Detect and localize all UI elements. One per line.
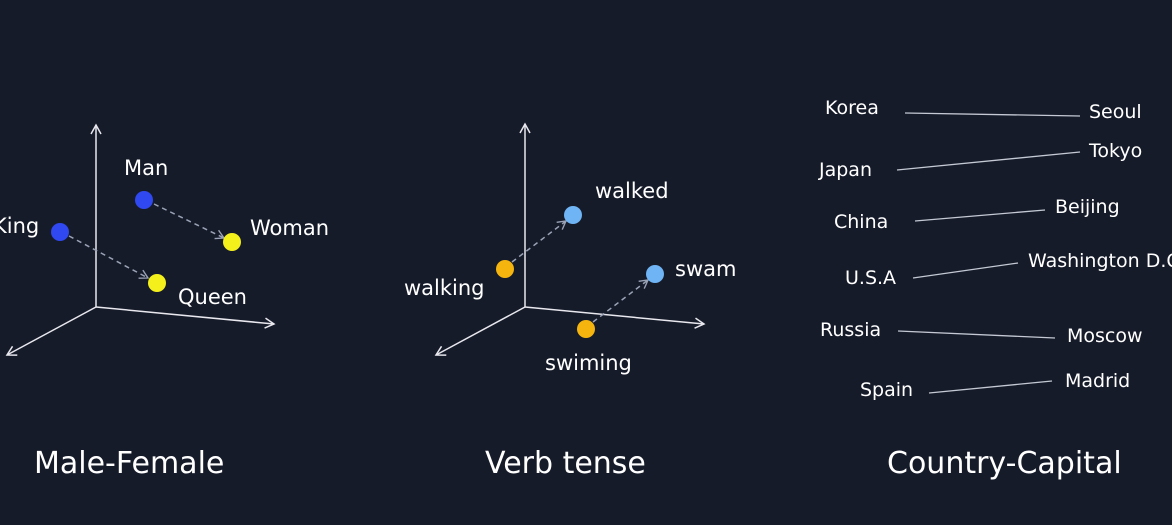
capital-label: Tokyo	[1088, 140, 1142, 162]
walking-point	[496, 260, 514, 278]
queen-point	[148, 274, 166, 292]
swam-point	[646, 265, 664, 283]
axis-horizontal	[95, 306, 276, 329]
swam-label: swam	[675, 257, 736, 281]
country-label: Korea	[825, 97, 879, 119]
king-label: King	[0, 214, 39, 238]
usa-washington-link	[912, 262, 1019, 279]
king-point	[51, 223, 69, 241]
country-label: Japan	[818, 159, 872, 181]
walked-label: walked	[595, 179, 669, 203]
russia-moscow-link	[897, 330, 1056, 339]
verb-tense-axes	[434, 122, 706, 356]
capital-label: Moscow	[1067, 325, 1143, 347]
woman-point	[223, 233, 241, 251]
country-capital-links	[896, 112, 1081, 394]
male-female-panel: King Man Woman Queen Male-Female	[0, 123, 329, 481]
korea-seoul-link	[904, 112, 1081, 117]
walked-point	[564, 206, 582, 224]
man-point	[135, 191, 153, 209]
axis-horizontal	[524, 306, 706, 329]
man-label: Man	[124, 156, 168, 180]
verb-tense-caption: Verb tense	[485, 446, 646, 481]
country-label: Russia	[820, 319, 881, 341]
capital-label: Beijing	[1055, 196, 1120, 218]
country-capital-caption: Country-Capital	[887, 446, 1122, 481]
woman-label: Woman	[250, 216, 329, 240]
queen-label: Queen	[178, 285, 247, 309]
swiming-label: swiming	[545, 351, 632, 375]
china-beijing-link	[914, 209, 1046, 222]
country-label: U.S.A	[845, 267, 896, 289]
man-to-woman-arrow	[153, 203, 226, 240]
swiming-point	[577, 320, 595, 338]
capital-label: Madrid	[1065, 370, 1130, 392]
verb-tense-panel: walked walking swam swiming Verb tense	[404, 122, 736, 481]
country-label: Spain	[860, 379, 913, 401]
king-to-queen-arrow	[68, 235, 150, 279]
swiming-to-swam-arrow	[592, 279, 650, 323]
walking-label: walking	[404, 276, 485, 300]
axis-depth	[434, 306, 526, 356]
capital-label: Washington D.C.	[1028, 250, 1172, 272]
country-label: China	[834, 211, 888, 233]
spain-madrid-link	[928, 380, 1053, 394]
axis-depth	[5, 306, 97, 356]
capital-label: Seoul	[1089, 101, 1142, 123]
walking-to-walked-arrow	[511, 220, 568, 263]
country-capital-panel: Korea Seoul Japan Tokyo China Beijing U.…	[818, 97, 1172, 481]
male-female-axes	[5, 123, 276, 356]
male-female-caption: Male-Female	[34, 446, 224, 481]
japan-tokyo-link	[896, 151, 1081, 171]
